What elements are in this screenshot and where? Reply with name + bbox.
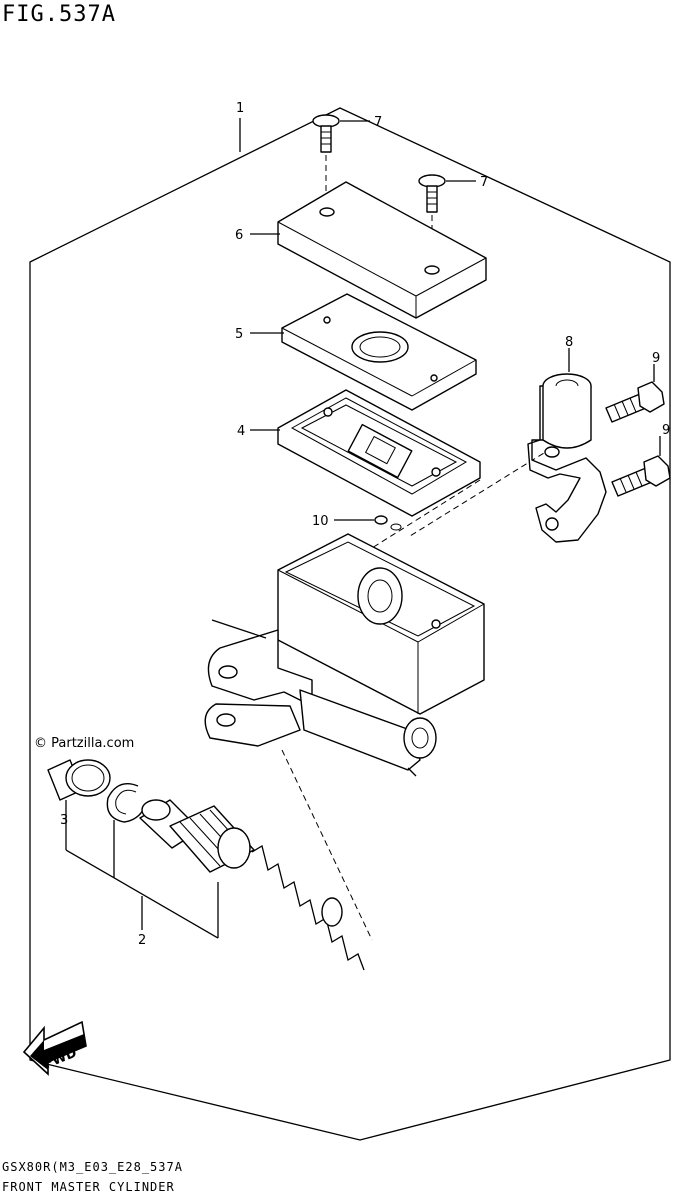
fwd-arrow-icon bbox=[22, 1020, 87, 1076]
holder-8 bbox=[527, 373, 607, 543]
circlip bbox=[106, 783, 147, 823]
figure-title: FIG.537A bbox=[2, 2, 116, 27]
boot-3 bbox=[47, 759, 111, 801]
callout-1: 1 bbox=[236, 101, 244, 116]
callout-6: 6 bbox=[235, 228, 243, 243]
callout-10: 10 bbox=[312, 514, 329, 529]
clip-10 bbox=[374, 515, 402, 531]
bolt-9-lower bbox=[611, 455, 671, 497]
diaphragm-4 bbox=[277, 389, 481, 517]
screw-7-left bbox=[312, 114, 340, 153]
callout-4: 4 bbox=[237, 424, 245, 439]
callout-5: 5 bbox=[235, 327, 243, 342]
callout-7b: 7 bbox=[480, 175, 488, 190]
bolt-9-upper bbox=[605, 381, 665, 423]
reservoir-cap-6 bbox=[277, 181, 487, 319]
callout-2: 2 bbox=[138, 933, 146, 948]
callout-9b: 9 bbox=[662, 423, 670, 438]
callout-9a: 9 bbox=[652, 351, 660, 366]
master-cylinder-body bbox=[204, 533, 485, 771]
callout-3: 3 bbox=[60, 813, 68, 828]
piston-assembly bbox=[139, 799, 365, 971]
watermark: © Partzilla.com bbox=[34, 736, 135, 751]
callout-8: 8 bbox=[565, 335, 573, 350]
footer-code: GSX80R(M3_E03_E28_537A bbox=[2, 1160, 183, 1174]
screw-7-right bbox=[418, 174, 446, 213]
assembly-outline bbox=[29, 107, 671, 1141]
footer-title: FRONT MASTER CYLINDER bbox=[2, 1180, 175, 1194]
callout-7a: 7 bbox=[374, 115, 382, 130]
diaphragm-plate-5 bbox=[281, 293, 477, 411]
